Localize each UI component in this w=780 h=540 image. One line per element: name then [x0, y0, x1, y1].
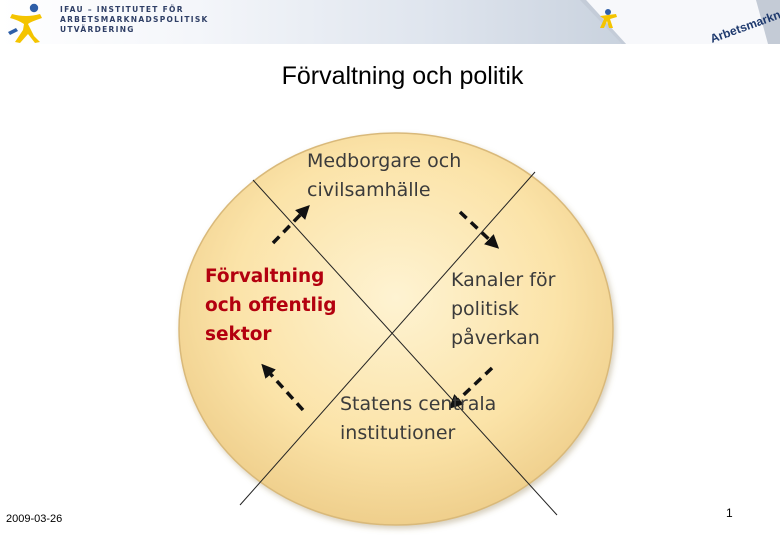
page-number: 1	[726, 506, 733, 520]
label-central-state-institutions: Statens centrala institutioner	[340, 393, 497, 444]
arrow-upper-right	[458, 210, 500, 249]
label-channels-political-influence: Kanaler för politisk påverkan	[451, 269, 556, 349]
report-book-image: Arbetsmarkna	[580, 0, 780, 44]
arrow-lower-left	[261, 363, 305, 412]
label-citizens-civil-society: Medborgare och civilsamhälle	[307, 150, 462, 201]
header-banner: IFAU – INSTITUTET FÖR ARBETSMARKNADSPOLI…	[0, 0, 780, 44]
diagonal-line-descending	[252, 179, 558, 516]
arrow-upper-left	[271, 204, 310, 245]
arrow-lower-right	[448, 366, 494, 409]
label-administration-public-sector: Förvaltning och offentlig sektor	[205, 266, 337, 345]
ifau-logo-icon	[8, 3, 42, 43]
diagonal-line-ascending	[239, 171, 536, 506]
org-name: IFAU – INSTITUTET FÖR ARBETSMARKNADSPOLI…	[60, 5, 209, 34]
slide-title: Förvaltning och politik	[281, 62, 524, 90]
footer-date: 2009-03-26	[6, 513, 63, 525]
